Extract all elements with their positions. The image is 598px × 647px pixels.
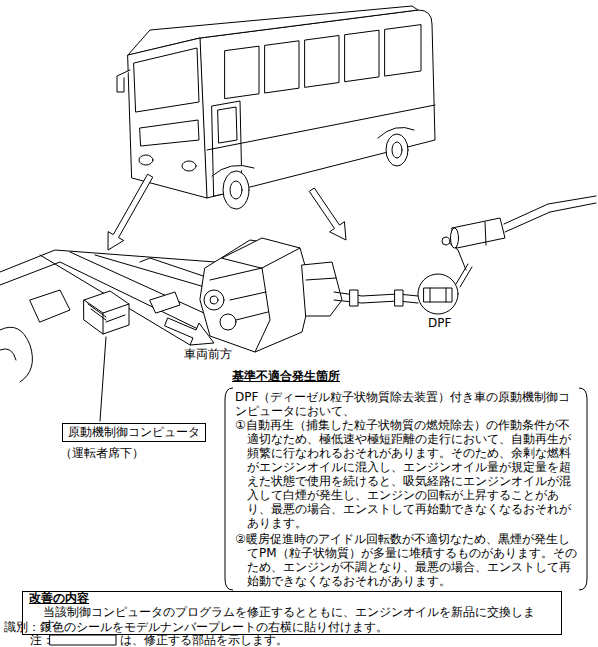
exhaust-pipe-stroke xyxy=(418,274,458,314)
engine-control-computer-stroke xyxy=(84,291,129,334)
exhaust-pipe-stroke xyxy=(446,288,447,302)
exhaust-pipe-stroke xyxy=(430,288,431,302)
exhaust-pipe-stroke xyxy=(442,237,450,245)
cabin-floor-drawing-stroke xyxy=(30,290,70,322)
bracket-body: DPF（ディーゼル粒子状物質除去装置）付き車の原動機制御コンピュータにおいて、①… xyxy=(224,387,588,591)
location-note: （運転者席下） xyxy=(60,447,144,460)
defect-description-bracket: 基準不適合発生箇所 DPF（ディーゼル粒子状物質除去装置）付き車の原動機制御コンピ… xyxy=(224,369,588,591)
bus-window-stroke xyxy=(305,36,339,88)
engine-drawing-stroke xyxy=(302,262,342,316)
exhaust-pipe-stroke xyxy=(334,300,418,303)
section-heading: 基準不適合発生箇所 xyxy=(232,369,588,384)
exhaust-pipe-stroke xyxy=(504,196,596,224)
bus-drawing-stroke xyxy=(128,38,207,198)
cabin-floor-drawing-stroke xyxy=(150,292,180,313)
bus-drawing-stroke xyxy=(223,171,249,209)
note-text: は、修正する部品を示します。 xyxy=(120,634,288,647)
bus-drawing-stroke xyxy=(392,142,402,158)
bus-drawing xyxy=(117,6,435,209)
bus-drawing-stroke xyxy=(117,70,130,92)
engine-drawing-stroke xyxy=(222,238,300,268)
bus-drawing-stroke xyxy=(230,181,242,199)
bracket-line xyxy=(579,388,587,590)
exhaust-pipe-stroke xyxy=(395,290,403,306)
intro-text: DPF（ディーゼル粒子状物質除去装置）付き車の原動機制御コンピュータにおいて、 xyxy=(235,390,578,418)
numbered-item: ①自動再生（捕集した粒子状物質の燃焼除去）の作動条件が不適切なため、極低速や極短… xyxy=(235,418,578,530)
engine-drawing-stroke xyxy=(255,268,270,352)
component-name: 原動機制御コンピュータ xyxy=(68,425,200,440)
bus-window-stroke xyxy=(345,30,379,81)
engine-drawing-stroke xyxy=(230,292,266,300)
bracket-line xyxy=(225,388,233,590)
engine-control-computer-stroke xyxy=(91,309,106,320)
bus-drawing-stroke xyxy=(140,120,199,146)
identification-note: 識別：銀色のシールをモデルナンバープレートの右横に貼り付けます。 xyxy=(4,621,388,634)
engine-drawing-stroke xyxy=(210,268,262,280)
cabin-floor-drawing-stroke xyxy=(95,255,215,290)
exhaust-pipe-stroke xyxy=(452,218,505,248)
engine-drawing-stroke xyxy=(220,314,236,330)
bus-drawing-stroke xyxy=(182,161,196,171)
view-arrow-stroke xyxy=(310,188,347,240)
bus-window-stroke xyxy=(385,25,421,76)
bus-window-stroke xyxy=(265,41,299,93)
cabin-floor-drawing-stroke xyxy=(0,349,16,360)
view-arrow xyxy=(108,175,346,251)
engine-control-computer-stroke xyxy=(106,315,125,322)
engine-drawing xyxy=(200,238,342,352)
part-label: DPF xyxy=(428,317,451,330)
direction-label: 車両前方 xyxy=(184,348,232,361)
bus-drawing-stroke xyxy=(200,10,435,198)
engine-control-computer xyxy=(84,291,129,334)
bus-drawing-stroke xyxy=(134,48,199,112)
bus-drawing-stroke xyxy=(218,107,237,143)
exhaust-pipe-stroke xyxy=(505,203,596,232)
bus-drawing-stroke xyxy=(139,155,153,165)
engine-control-computer-stroke xyxy=(88,304,106,317)
exhaust-pipe-stroke xyxy=(451,228,459,248)
exhaust-pipe xyxy=(334,196,596,314)
exhaust-pipe-stroke xyxy=(424,288,452,302)
bus-drawing-stroke xyxy=(386,134,408,166)
bus-window xyxy=(225,25,421,99)
view-arrow-stroke xyxy=(108,175,153,251)
component-label-box: 原動機制御コンピュータ xyxy=(62,423,206,442)
exhaust-pipe-stroke xyxy=(350,290,358,306)
engine-drawing-stroke xyxy=(210,296,218,304)
leader-line xyxy=(100,337,106,421)
note-label: 注： xyxy=(30,634,54,647)
section-heading: 改善の内容 xyxy=(29,592,555,606)
engine-control-computer-stroke xyxy=(103,313,104,334)
engine-drawing-stroke xyxy=(204,290,224,310)
exhaust-pipe-stroke xyxy=(456,264,468,284)
engine-drawing-stroke xyxy=(306,278,336,280)
cabin-floor-drawing xyxy=(0,250,215,382)
note-symbol xyxy=(50,635,116,645)
cabin-floor-drawing-stroke xyxy=(0,327,32,382)
exhaust-pipe-stroke xyxy=(334,292,418,296)
engine-drawing-stroke xyxy=(236,312,268,320)
exhaust-pipe-stroke xyxy=(485,222,486,245)
bus-window-stroke xyxy=(225,46,259,98)
numbered-item: ②暖房促進時のアイドル回転数が不適切なため、黒煙が発生してPM（粒子状物質）が多… xyxy=(235,532,578,588)
